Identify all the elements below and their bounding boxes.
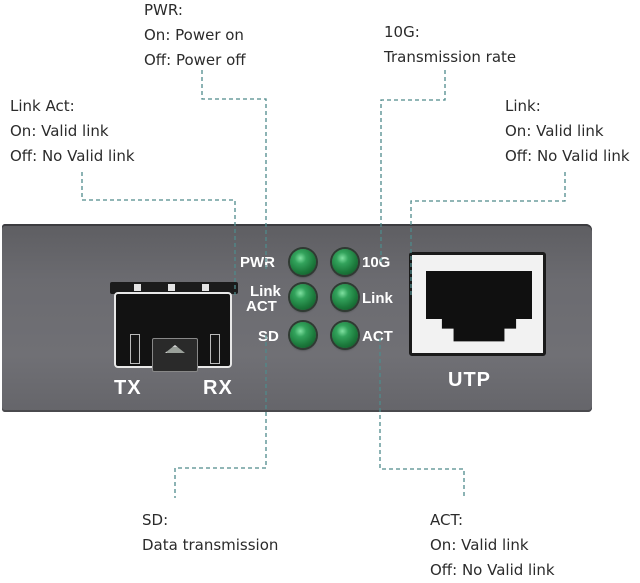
led-pwr [290,249,316,275]
callout-sd-line-1: Data transmission [142,536,279,554]
callout-act-heading: ACT: [430,511,464,529]
sfp-port [110,282,238,374]
led-label-10g: 10G [362,254,391,271]
callout-pwr-line-2: Off: Power off [144,51,246,69]
led-act [332,322,358,348]
sfp-rx-contact [210,334,220,364]
rx-label: RX [203,377,233,399]
sfp-cage-tab [134,284,141,291]
led-10g [332,249,358,275]
led-label-link: Link [362,290,393,307]
led-sd [290,322,316,348]
callout-10g-line-1: Transmission rate [384,48,517,66]
led-link [332,284,358,310]
callout-pwr-heading: PWR: [144,1,183,19]
callout-10g-heading: 10G: [384,23,420,41]
callout-sd: SD: Data transmission [142,508,278,558]
callout-link-line-2: Off: No Valid link [505,147,630,165]
tx-label: TX [114,377,142,399]
callout-act-line-1: On: Valid link [430,536,529,554]
callout-link-act-line-2: Off: No Valid link [10,147,135,165]
sfp-cage-tab [168,284,175,291]
utp-port [409,252,546,356]
callout-link-line-1: On: Valid link [505,122,604,140]
callout-link-heading: Link: [505,97,541,115]
sfp-latch [152,338,198,372]
led-label-act: ACT [362,328,393,345]
callout-sd-heading: SD: [142,511,169,529]
led-label-link-act-1: Link [250,283,281,300]
callout-act: ACT: On: Valid link Off: No Valid link [430,508,555,583]
callout-10g: 10G: Transmission rate [384,20,516,70]
utp-port-opening [426,271,532,342]
callout-link: Link: On: Valid link Off: No Valid link [505,94,630,169]
led-label-pwr: PWR [240,254,275,271]
callout-link-act: Link Act: On: Valid link Off: No Valid l… [10,94,135,169]
callout-link-act-heading: Link Act: [10,97,75,115]
callout-pwr-line-1: On: Power on [144,26,244,44]
sfp-cage-tab [202,284,209,291]
led-label-link-act-2: ACT [246,298,277,315]
callout-link-act-line-1: On: Valid link [10,122,109,140]
utp-label: UTP [448,369,491,391]
sfp-tx-contact [130,334,140,364]
callout-pwr: PWR: On: Power on Off: Power off [144,0,246,73]
callout-act-line-2: Off: No Valid link [430,561,555,579]
led-label-sd: SD [258,328,279,345]
led-link-act [290,284,316,310]
